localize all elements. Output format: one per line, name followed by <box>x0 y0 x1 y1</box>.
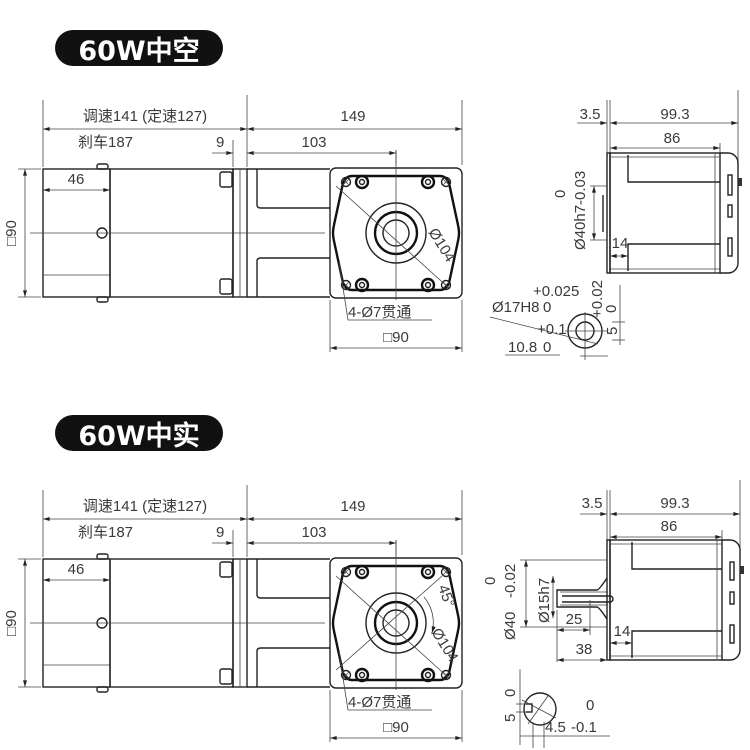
dim-key-depth-tol-lower: -0.1 <box>571 719 597 736</box>
dim-shaft: Ø15h7 <box>536 578 553 623</box>
dim-pilot-tol-upper: 0 <box>482 577 499 585</box>
dim-key-width-tol: 0 <box>502 689 519 697</box>
dim-pilot-depth: 14 <box>612 235 629 252</box>
dim-key-width: 5 <box>502 714 519 722</box>
dim-len-gearbox: 149 <box>340 498 365 515</box>
dim-flange: 3.5 <box>580 106 601 123</box>
dim-key-depth: 4.5 <box>545 719 566 736</box>
dim-pilot-tol-lower: -0.03 <box>572 171 589 205</box>
dim-frame-side: □90 <box>3 220 20 246</box>
dim-mount-holes: 4-Ø7贯通 <box>348 694 411 711</box>
dim-key-depth: 10.8 <box>508 339 537 356</box>
dim-shaft-center: 103 <box>301 524 326 541</box>
mount-hole-icon <box>440 566 452 578</box>
dim-mount-holes: 4-Ø7贯通 <box>348 304 411 321</box>
dim-frame-bottom: □90 <box>383 329 409 346</box>
dim-frame-side: □90 <box>3 610 20 636</box>
dim-key-depth-tol-lower: 0 <box>543 339 551 356</box>
mount-hole-icon <box>340 176 352 188</box>
dim-key-length: 25 <box>566 611 583 628</box>
dim-key-width-tol-lower: 0 <box>603 305 620 313</box>
dim-len-motor: 调速141 (定速127) <box>83 498 207 515</box>
mount-hole-icon <box>440 279 452 291</box>
dim-len-brake: 刹车187 <box>78 134 133 151</box>
dim-shaft-center: 103 <box>301 134 326 151</box>
mount-hole-icon <box>340 279 352 291</box>
mount-hole-icon <box>340 669 352 681</box>
hollow-shaft-side-view: 调速141 (定速127) 刹车187 149 9 103 46 □90 □90 4-Ø7贯通 Ø… <box>3 95 463 352</box>
dim-key-depth-tol-upper: +0.1 <box>537 321 567 338</box>
solid-shaft-end-view: 3.5 99.3 86 Ø40 -0.02 0 Ø15h7 25 38 14 <box>482 480 744 748</box>
dim-pilot-tol-lower: -0.02 <box>502 564 519 598</box>
dim-bore-tol-lower: 0 <box>543 299 551 316</box>
dim-flange: 3.5 <box>582 495 603 512</box>
dim-len-gearbox: 149 <box>340 108 365 125</box>
dim-gap: 9 <box>216 134 224 151</box>
dim-total: 99.3 <box>660 495 689 512</box>
dim-body: 86 <box>664 130 681 147</box>
section-title-hollow: 60W中空 <box>55 30 223 67</box>
solid-shaft-side-view: 45° 调速141 (定速127) 刹车187 149 9 103 46 □90 □90 4-Ø7… <box>3 485 463 742</box>
dim-total: 99.3 <box>660 106 689 123</box>
dim-back-cover: 46 <box>68 171 85 188</box>
dim-pilot-tol-upper: 0 <box>552 190 569 198</box>
dim-len-motor: 调速141 (定速127) <box>83 108 207 125</box>
dim-key-width: 5 <box>604 327 621 335</box>
mount-hole-icon <box>340 566 352 578</box>
dim-pilot: Ø40 <box>502 612 519 640</box>
mount-hole-icon <box>440 176 452 188</box>
dim-frame-bottom: □90 <box>383 719 409 736</box>
dim-pcd: Ø104 <box>425 225 459 265</box>
dim-bore-tol-upper: +0.025 <box>533 283 579 300</box>
dim-pilot-depth: 14 <box>614 623 631 640</box>
dim-gap: 9 <box>216 524 224 541</box>
dim-key-width-tol-upper: +0.02 <box>589 280 606 318</box>
dim-back-cover: 46 <box>68 561 85 578</box>
dim-pilot: Ø40h7 <box>572 205 589 250</box>
dim-bore: Ø17H8 <box>492 299 540 316</box>
dim-shaft-length: 38 <box>576 641 593 658</box>
section-title-solid: 60W中实 <box>55 415 223 452</box>
dim-len-brake: 刹车187 <box>78 524 133 541</box>
dim-body: 86 <box>661 518 678 535</box>
dim-pcd: Ø104 <box>428 625 462 665</box>
gearbox <box>247 168 330 298</box>
mount-hole-icon <box>440 669 452 681</box>
gearbox <box>247 558 330 688</box>
dim-angle: 45° <box>434 583 458 610</box>
hollow-shaft-end-view: 3.5 99.3 86 Ø40h7 -0.03 0 14 Ø17H8 0 +0.… <box>489 90 742 360</box>
dim-key-depth-tol-upper: 0 <box>586 697 594 714</box>
